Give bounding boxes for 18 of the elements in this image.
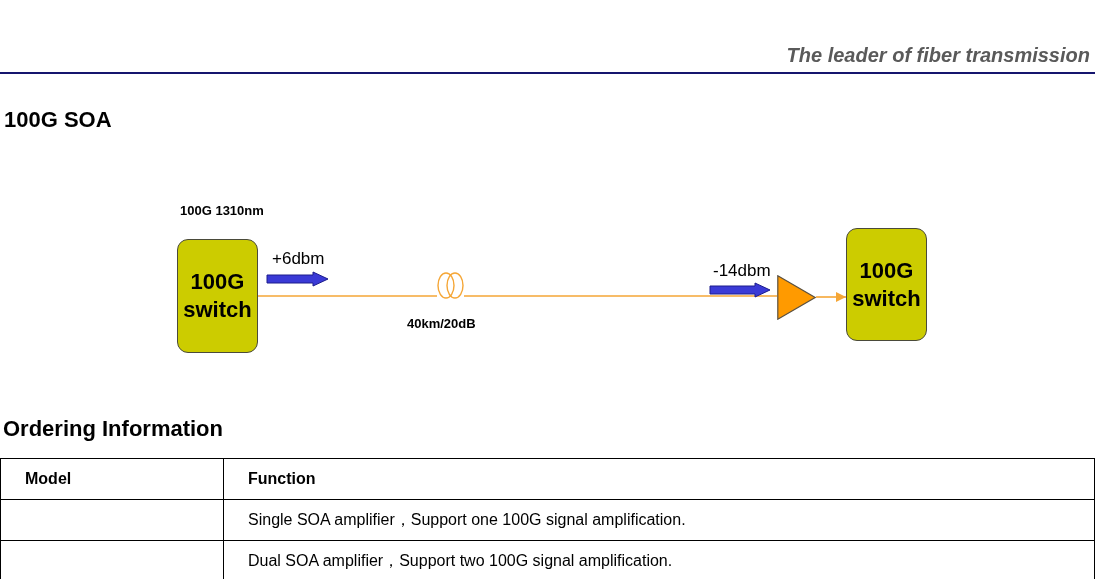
caption-text: 40km/20dB	[407, 316, 476, 331]
switch-box: 100G switch	[846, 228, 927, 341]
fiber-coil-icon	[437, 272, 464, 299]
amplifier-symbol	[777, 275, 816, 320]
function-text: Single SOA amplifier，Support one 100G signal amplification.	[248, 510, 686, 528]
power-label: +6dbm	[272, 249, 325, 269]
fiber-line	[257, 295, 438, 297]
function-text: Dual SOA amplifier，Support two 100G signal amplification.	[248, 551, 673, 569]
section-heading: Ordering Information	[3, 416, 223, 442]
fiber-line	[463, 295, 778, 297]
column-header: Function	[248, 470, 316, 487]
power-label: -14dbm	[713, 261, 771, 281]
column-header: Model	[25, 470, 72, 487]
arrow	[815, 292, 847, 302]
switch-box: 100G switch	[177, 239, 258, 353]
page-title: 100G SOA	[4, 107, 112, 133]
tagline-text: The leader of fiber transmission	[786, 44, 1090, 67]
caption-text: 100G 1310nm	[180, 203, 264, 218]
